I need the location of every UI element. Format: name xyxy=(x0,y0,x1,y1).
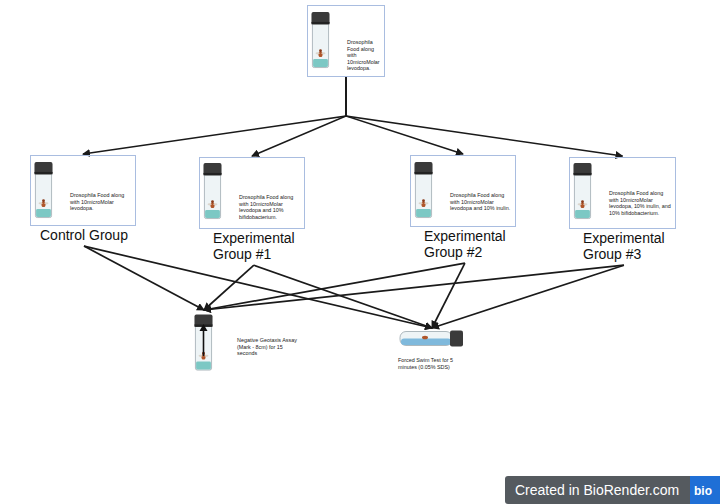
connector-arrow xyxy=(83,77,346,154)
assay-node: Negative Geotaxis Assay (Mark - 8cm) for… xyxy=(193,311,215,374)
node-text: Drosophila Food along with 10microMolar … xyxy=(609,190,673,216)
group-box: Drosophila Food along with 10microMolar … xyxy=(410,155,516,227)
group-box: Drosophila Food along with 10microMolar … xyxy=(199,157,305,229)
source-box: Drosophila Food along with 10microMolar … xyxy=(307,5,385,77)
connector-arrow xyxy=(432,265,624,328)
node-text: Negative Geotaxis Assay (Mark - 8cm) for… xyxy=(237,337,297,357)
node-text: Drosophila Food along with 10microMolar … xyxy=(450,192,512,212)
swim-tube xyxy=(400,331,463,347)
connector-arrow xyxy=(84,246,204,310)
connector-arrow xyxy=(346,77,623,156)
group-box: Drosophila Food along with 10microMolar … xyxy=(30,155,136,226)
group-heading: Control Group xyxy=(40,227,140,243)
watermark-text: Created in BioRender.com xyxy=(515,482,679,498)
vial-icon xyxy=(203,163,221,219)
vial-icon xyxy=(34,162,52,218)
connector-arrow xyxy=(252,77,346,156)
node-text: Drosophila Food along with 10microMolar … xyxy=(70,192,132,212)
node-text: Drosophila Food along with 10microMolar … xyxy=(347,39,384,72)
vial-icon xyxy=(414,162,432,218)
connector-arrow xyxy=(204,265,624,310)
group-heading: Experimental Group #3 xyxy=(583,230,675,262)
assay-node: Forced Swim Test for 5 minutes (0.05% SD… xyxy=(398,329,466,348)
group-box: Drosophila Food along with 10microMolar … xyxy=(569,157,676,229)
group-heading: Experimental Group #2 xyxy=(424,228,516,260)
connector-arrow xyxy=(204,265,254,310)
connector-arrow xyxy=(346,77,463,154)
watermark-badge xyxy=(505,476,720,504)
climb-arrow xyxy=(200,324,208,356)
watermark-logo: bio xyxy=(694,484,712,498)
node-text: Drosophila Food along with 10microMolar … xyxy=(239,194,301,220)
vial-icon xyxy=(311,12,329,68)
group-heading: Experimental Group #1 xyxy=(213,230,305,262)
vial-icon xyxy=(194,314,212,370)
vial-icon xyxy=(573,163,591,219)
node-text: Forced Swim Test for 5 minutes (0.05% SD… xyxy=(398,357,470,370)
